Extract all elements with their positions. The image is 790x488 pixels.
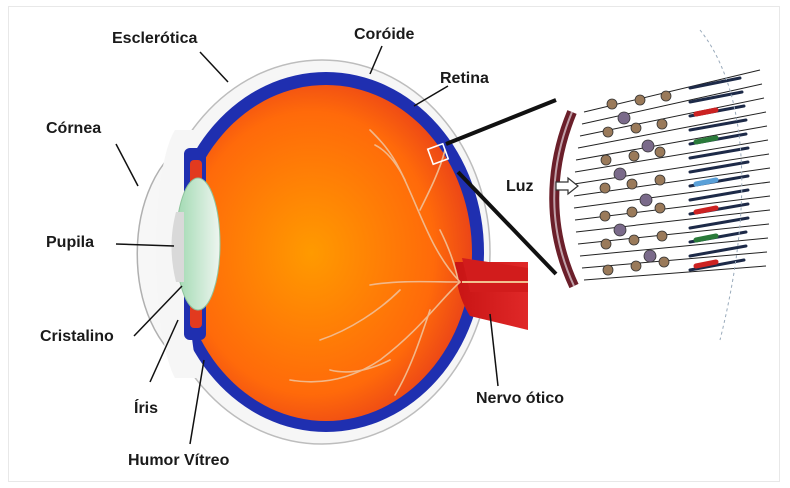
label-cornea: Córnea [46,120,101,138]
label-luz: Luz [506,178,534,196]
label-coroide: Coróide [354,26,414,44]
vitreous-body [180,85,472,421]
label-cristalino: Cristalino [40,328,114,346]
zoom-line-upper [446,100,556,144]
label-esclerotica: Esclerótica [112,30,197,48]
label-retina: Retina [440,70,489,88]
label-nervo-otico: Nervo ótico [476,390,564,408]
label-humor-vitreo: Humor Vítreo [128,452,229,470]
label-pupila: Pupila [46,234,94,252]
retina-detail-panel [554,30,770,340]
label-iris: Íris [134,400,158,418]
